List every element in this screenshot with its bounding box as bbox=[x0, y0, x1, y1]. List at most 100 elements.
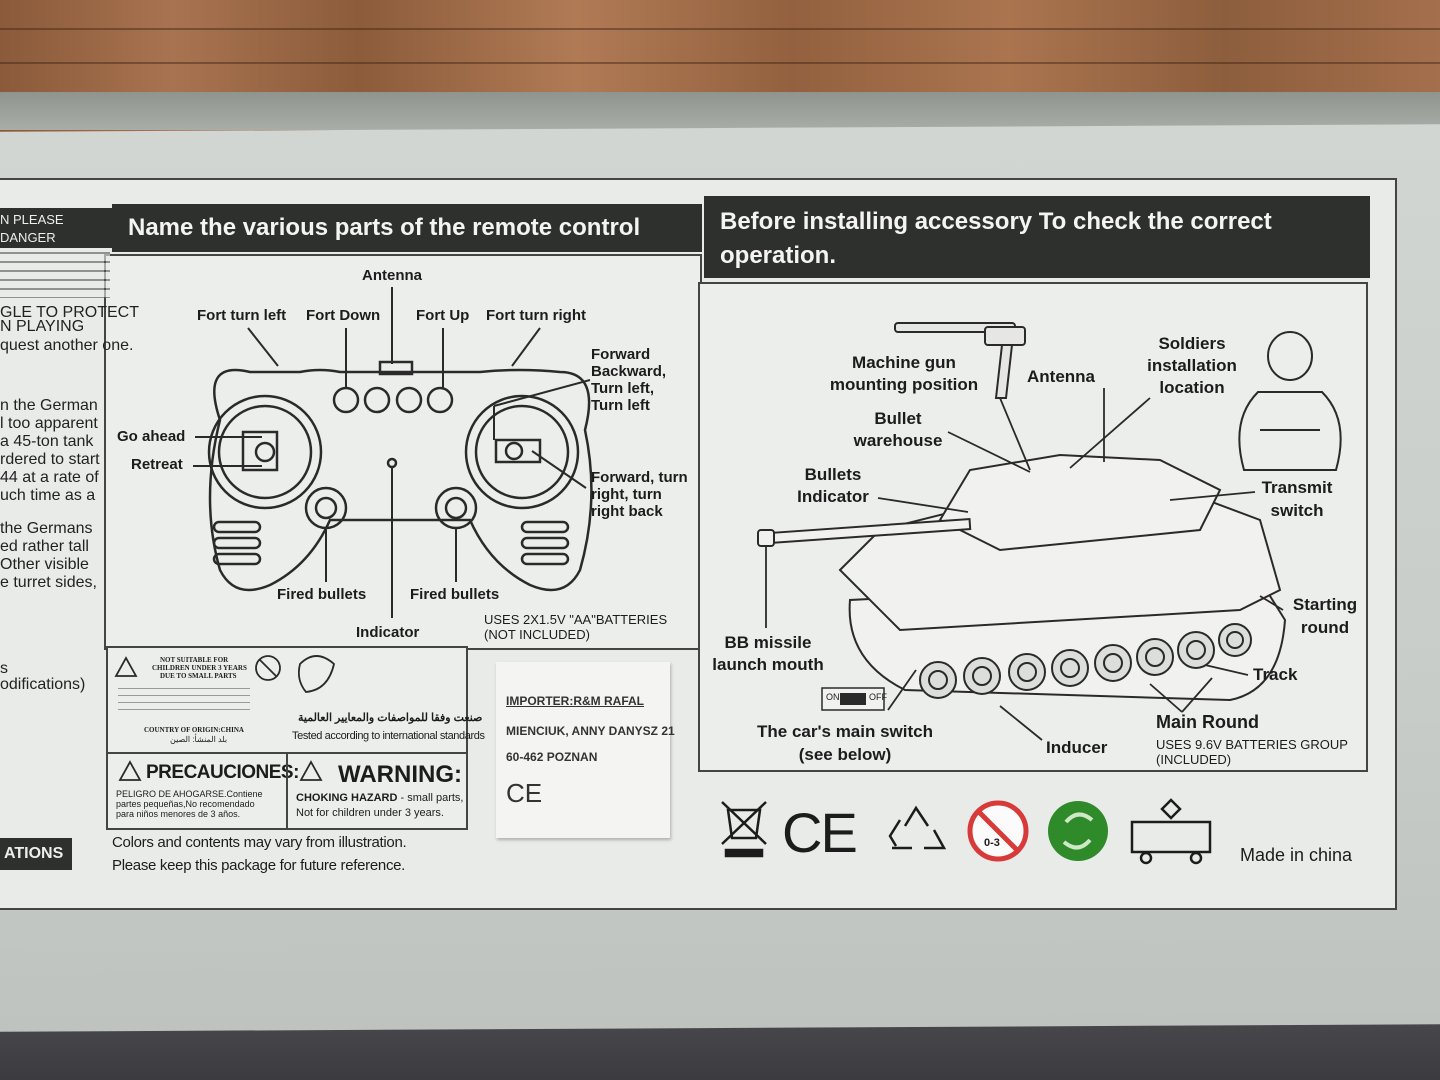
tank-title-line1: Before installing accessory To check the… bbox=[720, 208, 1272, 235]
label-bullets-indicator-1: Bullets bbox=[804, 465, 862, 484]
left-joystick-ring bbox=[207, 394, 323, 510]
choking-hazard-line: CHOKING HAZARD - small parts, bbox=[296, 792, 463, 805]
not-suitable-2: CHILDREN UNDER 3 YEARS bbox=[152, 664, 247, 672]
precauciones-triangle-icon bbox=[118, 760, 142, 781]
label-bullet-warehouse-2: warehouse bbox=[853, 431, 943, 450]
left-rations-bar bbox=[0, 838, 72, 870]
under-3-years: Not for children under 3 years. bbox=[296, 807, 444, 819]
footer-ce-mark: CE bbox=[782, 801, 858, 864]
label-fort-up: Fort Up bbox=[416, 307, 470, 324]
tested-standards: Tested according to international standa… bbox=[292, 730, 485, 742]
left-edge-column: N PLEASE DANGER GLE TO PROTECT N PLAYING… bbox=[0, 208, 139, 870]
right-joystick-ring bbox=[464, 394, 580, 510]
tank-header-bar: Before installing accessory To check the… bbox=[704, 196, 1370, 278]
label-indicator: Indicator bbox=[356, 624, 420, 641]
label-forward-1: Forward bbox=[591, 346, 651, 363]
label-main-switch-2: (see below) bbox=[798, 745, 892, 764]
left-request: quest another one. bbox=[0, 337, 134, 354]
small-parts-cart-icon bbox=[1130, 798, 1212, 865]
label-antenna: Antenna bbox=[362, 267, 422, 284]
label-forward-turn-1: Forward, turn bbox=[591, 469, 688, 486]
remote-header-bar: Name the various parts of the remote con… bbox=[112, 204, 702, 252]
tank-batteries-2: (INCLUDED) bbox=[1156, 752, 1232, 767]
switch-on-label: ON bbox=[826, 692, 840, 702]
label-forward-4: Turn left bbox=[591, 397, 650, 414]
left-history-6: uch time as a bbox=[0, 487, 96, 504]
importer-line2: MIENCIUK, ANNY DANYSZ 21 bbox=[506, 724, 675, 738]
arabic-standards: صنعت وفقا للمواصفات والمعايير العالمية bbox=[298, 712, 483, 724]
warning-hazard-triangle-icon bbox=[299, 760, 323, 781]
tank-wheels bbox=[919, 623, 1252, 699]
precauciones-text-3: para niños menores de 3 años. bbox=[116, 809, 241, 819]
label-soldiers-1: Soldiers bbox=[1158, 334, 1226, 353]
remote-leader-lines bbox=[193, 287, 591, 618]
label-machine-gun-1: Machine gun bbox=[852, 353, 956, 372]
remote-title: Name the various parts of the remote con… bbox=[128, 214, 641, 241]
left-history-3: a 45-ton tank bbox=[0, 433, 94, 450]
label-starting-2: round bbox=[1300, 618, 1350, 637]
importer-ce-mark: CE bbox=[506, 778, 543, 808]
label-forward-turn-3: right back bbox=[591, 503, 663, 520]
label-tank-antenna: Antenna bbox=[1027, 367, 1095, 386]
green-dot-icon bbox=[1048, 801, 1108, 861]
not-suitable-1: NOT SUITABLE FOR bbox=[160, 656, 229, 664]
label-fort-down: Fort Down bbox=[306, 307, 381, 324]
label-bb-missile-2: launch mouth bbox=[712, 655, 824, 674]
label-retreat: Retreat bbox=[131, 456, 183, 473]
age-restriction-icon bbox=[255, 655, 281, 681]
left-history-5: 44 at a rate of bbox=[0, 469, 99, 486]
precauciones-title: PRECAUCIONES: bbox=[146, 762, 299, 783]
left-history2-1: the Germans bbox=[0, 520, 93, 537]
left-history-4: rdered to start bbox=[0, 451, 100, 468]
left-history-2: l too apparent bbox=[0, 415, 98, 432]
importer-line1: IMPORTER:R&M RAFAL bbox=[506, 694, 644, 708]
left-fine-print bbox=[0, 252, 110, 298]
left-history2-4: e turret sides, bbox=[0, 574, 97, 591]
label-soldiers-2: installation bbox=[1147, 356, 1237, 375]
left-history-1: n the German bbox=[0, 397, 98, 414]
label-machine-gun-2: mounting position bbox=[829, 375, 979, 394]
made-in-china: Made in china bbox=[1240, 845, 1353, 865]
label-transmit-1: Transmit bbox=[1261, 478, 1333, 497]
label-fort-turn-right: Fort turn right bbox=[486, 307, 586, 324]
precauciones-text-2: partes pequeñas,No recomendado bbox=[116, 799, 255, 809]
remote-diagram-frame bbox=[104, 254, 702, 650]
remote-batteries-1: USES 2X1.5V "AA"BATTERIES bbox=[484, 612, 668, 627]
main-switch-icon bbox=[821, 687, 885, 711]
tank-turret bbox=[938, 453, 1222, 552]
left-mods-2: odifications) bbox=[0, 676, 86, 693]
importer-line3: 60-462 POZNAN bbox=[506, 750, 598, 764]
arabic-country: بلد المنشأ: الصين bbox=[170, 735, 228, 744]
tank-batteries-1: USES 9.6V BATTERIES GROUP bbox=[1156, 737, 1348, 752]
label-main-switch-1: The car's main switch bbox=[757, 722, 933, 741]
left-history2-3: Other visible bbox=[0, 556, 89, 573]
left-protect-1: GLE TO PROTECT bbox=[0, 304, 139, 321]
label-forward-2: Backward, bbox=[591, 363, 667, 380]
label-bullets-indicator-2: Indicator bbox=[797, 487, 869, 506]
fort-up-button bbox=[426, 386, 454, 414]
standards-logo-icon bbox=[297, 655, 335, 693]
left-rations: ATIONS bbox=[4, 845, 64, 862]
label-fired-bullets-right: Fired bullets bbox=[410, 586, 500, 603]
label-starting-1: Starting bbox=[1292, 595, 1358, 614]
arabic-fine-print bbox=[118, 688, 250, 716]
label-inducer: Inducer bbox=[1046, 738, 1108, 757]
left-history2-2: ed rather tall bbox=[0, 538, 89, 555]
label-bb-missile-1: BB missile bbox=[724, 633, 812, 652]
left-protect-2: N PLAYING bbox=[0, 318, 85, 335]
safety-divider bbox=[286, 752, 288, 828]
label-forward-3: Turn left, bbox=[591, 380, 655, 397]
remote-body bbox=[208, 368, 593, 592]
label-go-ahead: Go ahead bbox=[117, 428, 186, 445]
switch-off-label: OFF bbox=[869, 692, 887, 702]
footer-age-badge: 0-3 bbox=[984, 837, 1000, 849]
machine-gun-icon bbox=[894, 322, 1026, 399]
remote-batteries-2: (NOT INCLUDED) bbox=[484, 627, 590, 642]
choking-hazard: CHOKING HAZARD bbox=[296, 792, 398, 804]
label-fort-turn-left: Fort turn left bbox=[197, 307, 287, 324]
colors-note: Colors and contents may vary from illust… bbox=[112, 834, 407, 851]
